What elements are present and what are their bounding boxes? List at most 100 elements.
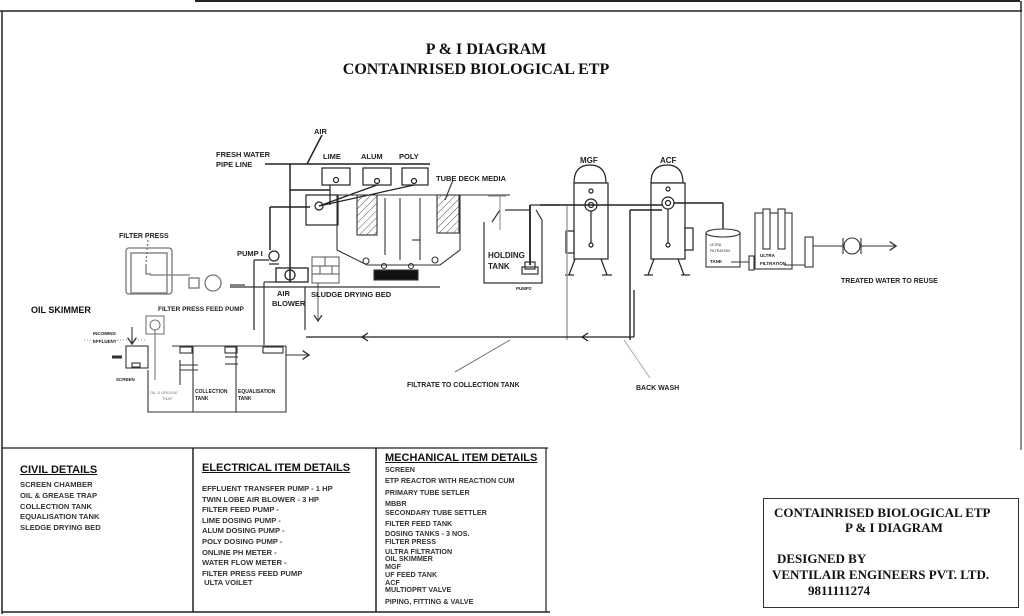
mechanical-item: ACF [385, 578, 400, 588]
mgf-vessel [565, 164, 612, 276]
label-fresh-water: FRESH WATER [216, 150, 271, 159]
label-holding-tank: TANK [488, 262, 510, 271]
label-effluent: EFFLUENT [93, 339, 117, 344]
pump-1 [253, 250, 280, 330]
mechanical-item: MBBR [385, 499, 407, 509]
label-equalisation-tank: TANK [238, 396, 252, 402]
label-collection: COLLECTION [195, 389, 228, 395]
civil-item: SCREEN CHAMBER [20, 480, 93, 489]
label-oil-grease-trap-1: OIL & GREASE [150, 390, 178, 395]
label-air-blower-2: BLOWER [272, 299, 306, 308]
air-line [306, 134, 323, 165]
label-mgf: MGF [580, 156, 598, 165]
ultra-filtration-unit [748, 208, 895, 271]
label-air-blower-1: AIR [277, 289, 291, 298]
tube-settler-tank [336, 179, 510, 281]
label-sludge-drying-bed: SLUDGE DRYING BED [311, 290, 392, 299]
poly-dosing-tank [401, 167, 429, 186]
electrical-item: ONLINE PH METER - [202, 547, 277, 557]
label-holding: HOLDING [488, 251, 525, 260]
title-block-company: VENTILAIR ENGINEERS PVT. LTD. [772, 567, 990, 582]
label-poly: POLY [399, 152, 419, 161]
title-block-line-1: CONTAINRISED BIOLOGICAL ETP [774, 505, 991, 520]
label-uf-2: FILTRATION [760, 261, 786, 266]
mechanical-item: SCREEN [385, 465, 415, 474]
label-air: AIR [314, 127, 328, 136]
mechanical-item: SECONDARY TUBE SETTLER [385, 508, 487, 518]
air-blower [275, 267, 309, 283]
label-alum: ALUM [361, 152, 383, 161]
title-block-phone: 9811111274 [808, 583, 871, 598]
civil-details-title: CIVIL DETAILS [20, 464, 98, 476]
title-block-designed-by: DESIGNED BY [777, 551, 867, 566]
mechanical-item: FILTER PRESS [385, 537, 436, 547]
mechanical-item: ETP REACTOR WITH REACTION CUM [385, 476, 515, 486]
mechanical-item: MGF [385, 562, 401, 572]
label-uf-tank-2: FILTRATION [710, 249, 730, 253]
label-filtrate: FILTRATE TO COLLECTION TANK [407, 382, 520, 389]
civil-item: COLLECTION TANK [20, 501, 92, 511]
sludge-drying-bed [311, 256, 340, 320]
mechanical-details-list: SCREEN ETP REACTOR WITH REACTION CUM PRI… [385, 465, 545, 606]
filtrate-return-line [306, 290, 651, 379]
alum-dosing-tank [362, 167, 392, 186]
fresh-water-pipeline [265, 163, 430, 282]
label-lime: LIME [323, 152, 341, 161]
process-pipes [230, 281, 440, 345]
mechanical-item: MULTIOPRT VALVE [385, 585, 452, 595]
label-pump-2: PUMP2 [516, 286, 532, 291]
acf-vessel [644, 164, 694, 276]
electrical-item: WATER FLOW METER - [202, 558, 287, 568]
mechanical-item: FILTER FEED TANK [385, 519, 453, 529]
mechanical-details-panel: MECHANICAL ITEM DETAILS SCREEN ETP REACT… [385, 452, 545, 606]
mechanical-details-title: MECHANICAL ITEM DETAILS [385, 452, 538, 464]
label-uf-tank-3: TANK [710, 259, 723, 264]
label-screen: SCREEN [116, 377, 135, 382]
page-title-line-1: P & I DIAGRAM [425, 41, 547, 58]
label-tube-deck-media: TUBE DECK MEDIA [436, 174, 507, 183]
label-incoming: INCOMING [93, 331, 116, 336]
title-block: CONTAINRISED BIOLOGICAL ETP P & I DIAGRA… [763, 498, 1019, 608]
civil-item: SLEDGE DRYING BED [20, 523, 101, 533]
mechanical-item: DOSING TANKS - 3 NOS. [385, 528, 470, 538]
mechanical-item: ULTRA FILTRATION [385, 547, 453, 557]
label-filter-press: FILTER PRESS [119, 233, 169, 240]
label-treated-water: TREATED WATER TO REUSE [841, 278, 938, 285]
label-back-wash: BACK WASH [636, 385, 679, 392]
electrical-item: LIME DOSING PUMP - [202, 515, 281, 525]
uf-feed-tank [705, 228, 749, 268]
label-acf: ACF [660, 156, 677, 165]
electrical-item: ULTA VOILET [202, 577, 253, 587]
mechanical-item: OIL SKIMMER [385, 554, 433, 564]
lime-dosing-tank [321, 167, 351, 186]
label-oil-skimmer: OIL SKIMMER [31, 305, 91, 315]
label-uf-1: ULTRA [760, 253, 776, 258]
primary-treatment-tanks [84, 315, 308, 413]
electrical-details-list: EFFLUENT TRANSFER PUMP - 1 HP TWIN LOBE … [202, 484, 374, 587]
civil-item: EQUALISATION TANK [20, 512, 100, 522]
mechanical-item: PRIMARY TUBE SETLER [385, 487, 470, 497]
label-pipe-line: PIPE LINE [216, 160, 252, 169]
holding-tank [483, 195, 560, 284]
label-uf-tank-1: ULTRA [710, 243, 722, 247]
electrical-item: POLY DOSING PUMP - [202, 536, 283, 546]
page-title-line-2: CONTAINRISED BIOLOGICAL ETP [342, 61, 610, 78]
civil-details-panel: CIVIL DETAILS SCREEN CHAMBER OIL & GREAS… [20, 464, 190, 534]
filter-press [125, 239, 222, 295]
mechanical-item: PIPING, FITTING & VALVE [385, 597, 474, 607]
label-pump-1: PUMP I [237, 249, 263, 258]
civil-details-list: SCREEN CHAMBER OIL & GREASE TRAP COLLECT… [20, 480, 190, 534]
electrical-item: EFFLUENT TRANSFER PUMP - 1 HP [202, 484, 333, 493]
electrical-item: FILTER FEED PUMP - [202, 505, 279, 515]
electrical-details-panel: ELECTRICAL ITEM DETAILS EFFLUENT TRANSFE… [202, 462, 374, 587]
label-collection-tank: TANK [195, 396, 209, 402]
electrical-details-title: ELECTRICAL ITEM DETAILS [202, 462, 351, 474]
title-block-line-2: P & I DIAGRAM [845, 520, 943, 535]
filter-pipes [540, 202, 724, 340]
label-filter-press-feed-pump: FILTER PRESS FEED PUMP [158, 306, 244, 313]
details-panel-frame [2, 447, 550, 613]
label-oil-grease-trap-2: TRAP [162, 396, 173, 401]
civil-item: OIL & GREASE TRAP [20, 490, 98, 500]
